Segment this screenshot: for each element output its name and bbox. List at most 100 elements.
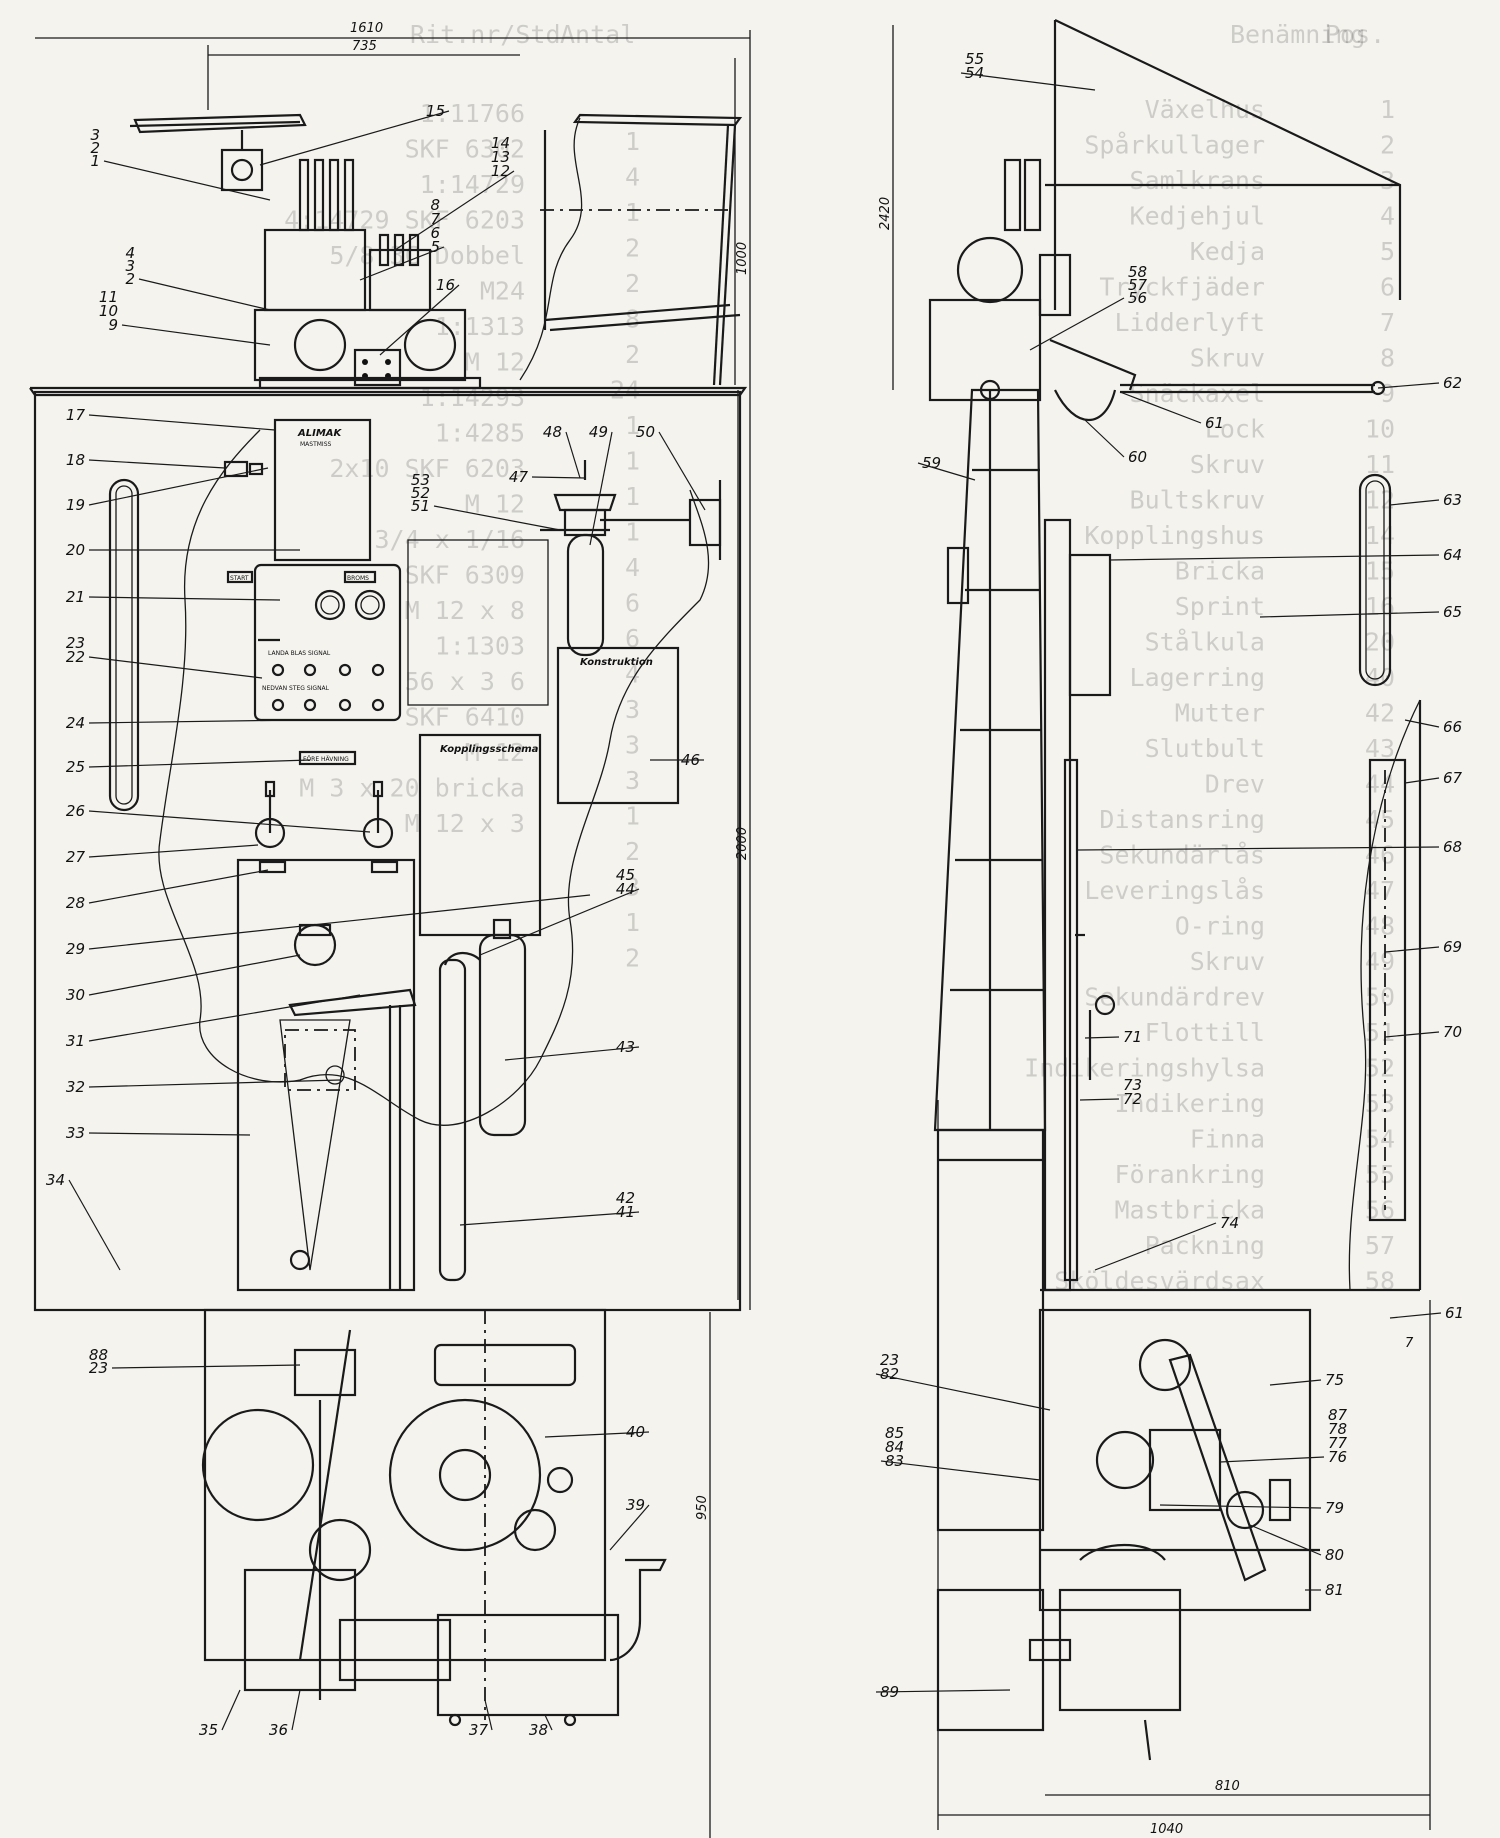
callout-c78: 78: [1328, 1420, 1347, 1438]
bg-text: Bricka: [1175, 557, 1265, 586]
callout-c47: 47: [509, 468, 529, 486]
callout-c6: 6: [430, 224, 440, 242]
callout-c28: 28: [66, 894, 85, 912]
callout-c61a: 61: [1205, 414, 1224, 432]
callout-c16: 16: [436, 276, 455, 294]
callout-c58: 58: [1128, 263, 1147, 281]
exhaust-pipe-39: [609, 1558, 667, 1662]
panel-button-3: [338, 663, 352, 677]
top-bracket-15: [220, 148, 264, 192]
callout-c63: 63: [1443, 491, 1462, 509]
leader-line: [1384, 1031, 1440, 1038]
background-parts-list: Benämning Pos. Antal Rit.nr/Std Växelhus…: [284, 20, 1395, 1296]
bg-text: 2: [625, 944, 640, 973]
dim-810: 810: [1215, 1779, 1240, 1794]
side-engine-pulley: [1095, 1430, 1155, 1490]
callout-c70: 70: [1443, 1023, 1462, 1041]
side-drive-wheel: [956, 236, 1024, 304]
leader-line: [1384, 946, 1440, 953]
bg-text: 6: [1380, 273, 1395, 302]
callout-c23: 23: [66, 634, 85, 652]
callout-c81: 81: [1325, 1581, 1344, 1599]
top-guard-rail: [133, 113, 307, 134]
callout-c73: 73: [1123, 1076, 1142, 1094]
leader-line: [88, 467, 269, 506]
control-box-35: [243, 1568, 357, 1692]
panel-gauge-right: [354, 589, 386, 621]
brake-block: [353, 348, 402, 387]
leader-line: [111, 1364, 301, 1369]
bg-text: Förankring: [1114, 1160, 1265, 1189]
bg-text: 1: [625, 518, 640, 547]
bg-text: Bultskruv: [1130, 486, 1265, 515]
side-lower-frame: [936, 1128, 1045, 1532]
konstruktion-sign: [556, 646, 680, 805]
callout-c12: 12: [491, 162, 510, 180]
callout-c11: 11: [99, 288, 118, 306]
callout-c64: 64: [1443, 546, 1462, 564]
alimak-sign: [273, 418, 372, 562]
bg-text: Tryckfjäder: [1099, 273, 1265, 302]
bg-text: Slutbult: [1145, 734, 1265, 763]
bg-text: 3: [625, 731, 640, 760]
callout-c18: 18: [66, 451, 85, 469]
bg-text: Skruv: [1190, 450, 1265, 479]
callout-c7: 7: [430, 210, 440, 228]
callout-c43: 43: [616, 1038, 635, 1056]
callout-c66: 66: [1443, 718, 1462, 736]
bg-text: Lidderlyft: [1114, 308, 1265, 337]
leader-line: [88, 844, 259, 858]
plate-25: [298, 750, 357, 766]
callout-c15: 15: [426, 102, 445, 120]
bg-text: 6: [625, 589, 640, 618]
side-engine-80: [1225, 1490, 1265, 1530]
callout-c59: 59: [922, 454, 941, 472]
leader-line: [1109, 554, 1440, 561]
bg-text: 1: [625, 198, 640, 227]
leader-line: [875, 1689, 1011, 1693]
side-engine-base: [1058, 1588, 1182, 1712]
callout-c77: 77: [1328, 1434, 1348, 1452]
callout-c20: 20: [66, 541, 85, 559]
callout-c29: 29: [66, 940, 85, 958]
callout-c60: 60: [1128, 448, 1147, 466]
bg-text: 3: [625, 695, 640, 724]
leader-line: [1404, 719, 1440, 728]
bg-text: Sekundärdrev: [1084, 983, 1265, 1012]
bg-text: 42: [1365, 699, 1395, 728]
callout-c21: 21: [66, 588, 85, 606]
leader-line: [88, 414, 276, 431]
leader-line: [1219, 1456, 1325, 1463]
bg-text: Samlkrans: [1130, 166, 1265, 195]
bg-text: Leveringslås: [1084, 876, 1265, 905]
front-view: 1610 735 1000 2000 950: [29, 21, 751, 1838]
bg-text: 3: [1380, 166, 1395, 195]
bg-text: 24: [610, 376, 640, 405]
bg-col-antal: Antal: [560, 20, 635, 49]
bg-text: Lock: [1205, 415, 1265, 444]
leader-line: [1084, 419, 1125, 458]
bg-text: 4: [1380, 202, 1395, 231]
bg-text: 2: [625, 837, 640, 866]
side-drive-head: [928, 298, 1042, 402]
leader-line: [88, 1079, 341, 1088]
bg-text: M 12 x 3: [405, 809, 525, 838]
leader-line: [1079, 1098, 1120, 1101]
callout-c30: 30: [66, 986, 85, 1004]
bg-text: Stålkula: [1145, 628, 1265, 657]
side-engine-gauge: [1138, 1338, 1192, 1392]
leader-line: [544, 1714, 553, 1731]
leader-line: [433, 505, 561, 531]
cutaway-outline: [158, 429, 710, 1126]
bg-text: 2x10 SKF 6203: [329, 454, 525, 483]
callout-c34: 34: [46, 1171, 65, 1189]
leader-line: [1159, 1504, 1322, 1509]
leader-line: [1029, 297, 1125, 351]
bg-text: 4: [625, 660, 640, 689]
bg-text: 1:1313: [435, 312, 525, 341]
bg-text: 57: [1365, 1231, 1395, 1260]
drive-pinion-left: [293, 318, 347, 372]
bg-text: 1: [625, 447, 640, 476]
leader-line: [394, 170, 515, 251]
